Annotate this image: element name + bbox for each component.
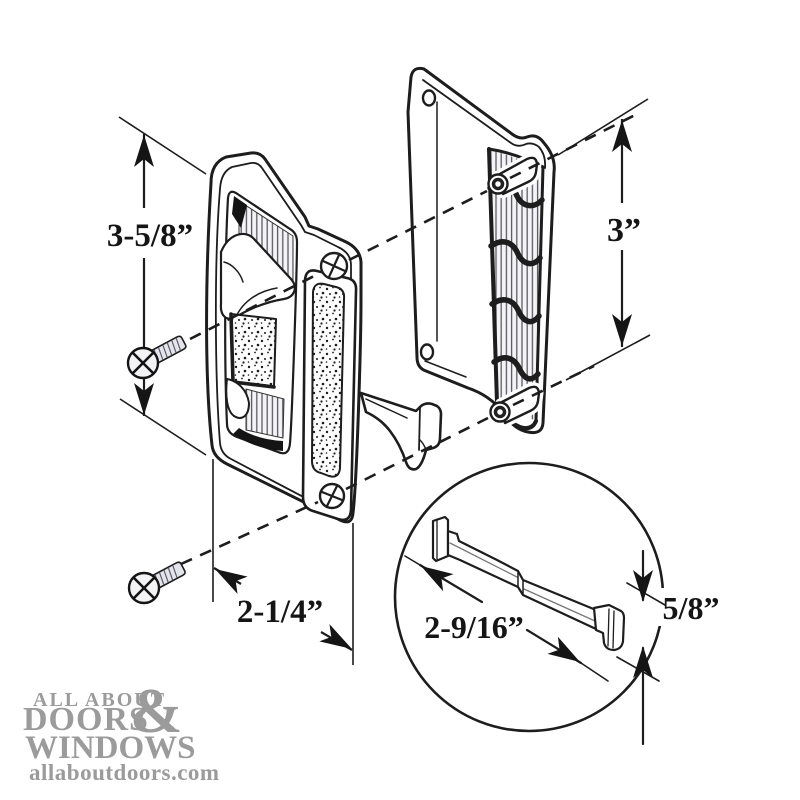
- mount-hole-top: [421, 89, 437, 107]
- handle-screw-boss-bottom: [318, 482, 346, 510]
- logo-text-doors: DOORS: [23, 701, 149, 738]
- axis-bottom: [180, 500, 319, 566]
- bar-face-line: [449, 542, 596, 622]
- detail-circle-callout: 2-9/16” 5/8”: [393, 461, 730, 746]
- dim-label-handle-height: 3-5/8”: [107, 218, 193, 254]
- dim-label-strike-height: 5/8”: [663, 590, 720, 626]
- lever-fold-line: [223, 261, 244, 283]
- dimension-strike-height: 5/8”: [616, 549, 730, 746]
- axis-bottom: [512, 364, 595, 407]
- grip-tape-pad: [311, 282, 346, 478]
- rib-shadow: [232, 196, 247, 228]
- grip-pad-diamond: [230, 313, 277, 388]
- logo-text-all-about: ALL ABOUT: [33, 689, 167, 711]
- extension-line: [119, 398, 207, 456]
- latch-pin-bottom: [489, 382, 544, 428]
- axis-bottom: [345, 416, 489, 491]
- latch-rib-channel: [489, 149, 543, 421]
- dimension-strike-length: 2-9/16”: [404, 555, 609, 682]
- grip-ribs-bottom: [245, 388, 285, 439]
- plate-edge-line: [424, 360, 467, 378]
- dimension-plate-height: 3”: [557, 98, 651, 381]
- dimension-handle-width: 2-1/4”: [209, 459, 358, 665]
- lever-fold-line: [235, 287, 278, 318]
- label-mask: [652, 588, 730, 626]
- handle-screw-boss-top: [319, 251, 349, 281]
- extension-line: [118, 116, 207, 175]
- strike-keeper-bar: [431, 515, 626, 652]
- mount-hole-bottom: [419, 343, 435, 361]
- logo-website: allaboutdoors.com: [29, 760, 220, 785]
- axis-top: [189, 271, 321, 341]
- axis-top: [348, 189, 488, 262]
- phillips-cross-icon: [133, 577, 155, 599]
- block-face-line: [607, 608, 615, 649]
- dim-label-handle-width: 2-1/4”: [237, 594, 323, 630]
- axis-top: [509, 110, 642, 180]
- dim-label-strike-length: 2-9/16”: [424, 609, 524, 645]
- dimension-handle-height: 3-5/8”: [107, 116, 207, 456]
- inside-latch-plate: [406, 66, 556, 435]
- logo-ampersand-icon: &: [130, 676, 183, 746]
- outside-pull-handle: [205, 151, 443, 524]
- recess-bottom-shadow: [233, 428, 283, 451]
- assembly-axis-lines: [180, 110, 642, 566]
- company-logo: ALL ABOUT & DOORS WINDOWS allaboutdoors.…: [0, 0, 220, 785]
- dim-label-plate-height: 3”: [607, 212, 641, 249]
- latch-pin-top: [487, 153, 542, 199]
- hook-arm-line: [365, 398, 408, 419]
- hook-face-line: [418, 406, 421, 451]
- pull-lever: [219, 232, 296, 320]
- plate-edge-line: [422, 79, 547, 169]
- logo-text-windows: WINDOWS: [25, 730, 196, 766]
- strike-flange: [431, 515, 450, 563]
- mounting-screw-bottom: [127, 561, 186, 605]
- phillips-cross-icon: [132, 352, 154, 374]
- lever-lower-curve: [225, 378, 250, 419]
- mounting-screw-top: [126, 335, 187, 380]
